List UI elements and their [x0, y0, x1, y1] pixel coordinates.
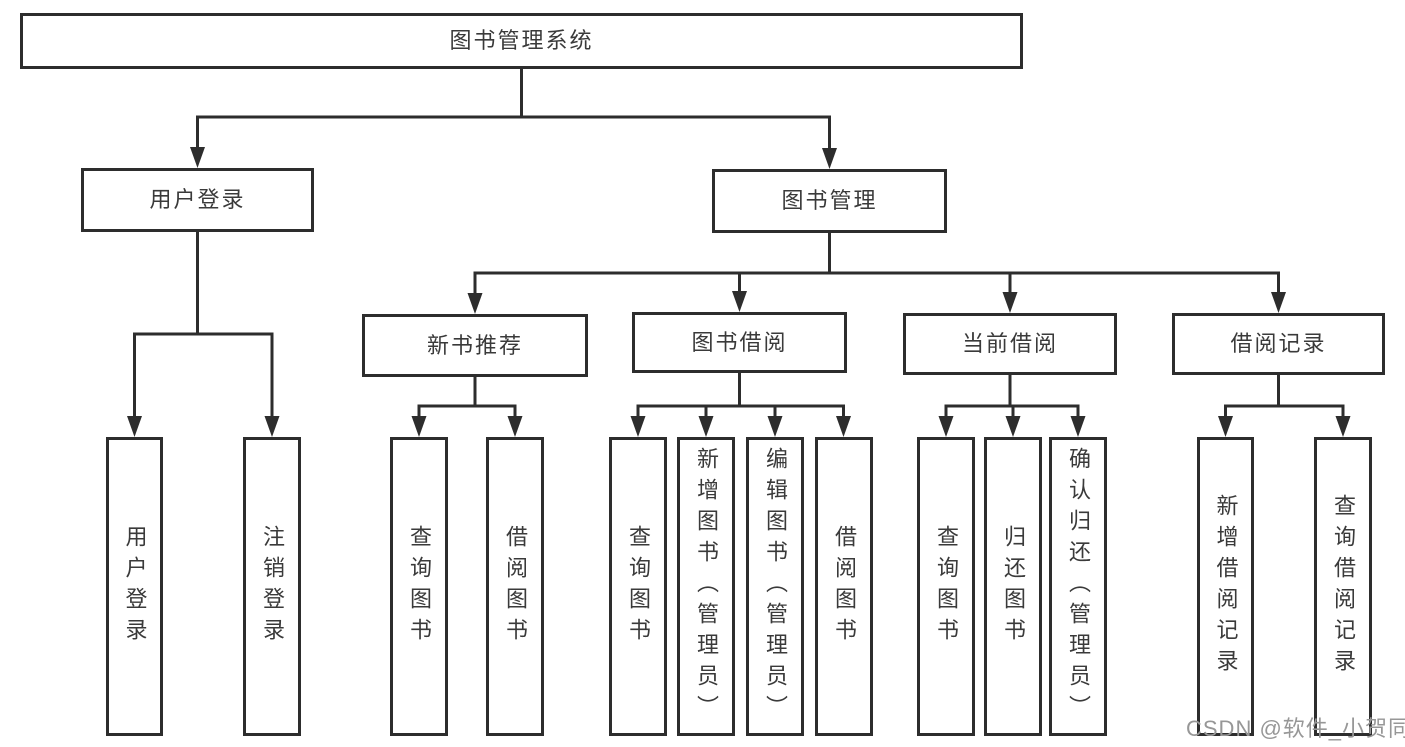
leaf-user-login: 用户登录: [106, 437, 163, 736]
node-book-borrow-label: 图书借阅: [691, 329, 788, 355]
leaf-recommend-borrow-books-label: 借阅图书: [503, 524, 528, 649]
leaf-current-query-books: 查询图书: [917, 437, 975, 736]
leaf-borrow-borrow-books: 借阅图书: [815, 437, 873, 736]
node-current-borrow: 当前借阅: [903, 313, 1117, 375]
csdn-watermark: CSDN @软件_小贺同学: [1186, 716, 1405, 741]
node-user-login-label: 用户登录: [149, 187, 246, 212]
leaf-current-return-books: 归还图书: [984, 437, 1042, 736]
node-book-management-label: 图书管理: [781, 188, 878, 213]
leaf-current-confirm-return-admin-label: 确认归还（管理员）: [1066, 447, 1091, 726]
leaf-logout: 注销登录: [243, 437, 301, 736]
node-borrow-records: 借阅记录: [1172, 313, 1385, 375]
node-current-borrow-label: 当前借阅: [961, 331, 1058, 356]
node-root-system: 图书管理系统: [20, 13, 1023, 69]
leaf-logout-label: 注销登录: [260, 524, 285, 649]
leaf-borrow-edit-books-admin-label: 编辑图书（管理员）: [763, 447, 788, 726]
node-root-system-label: 图书管理系统: [449, 28, 594, 53]
node-user-login: 用户登录: [81, 168, 314, 232]
leaf-current-return-books-label: 归还图书: [1001, 524, 1026, 649]
leaf-borrow-query-books: 查询图书: [609, 437, 667, 736]
leaf-current-query-books-label: 查询图书: [934, 524, 959, 649]
node-new-book-recommend-label: 新书推荐: [426, 332, 523, 358]
node-borrow-records-label: 借阅记录: [1230, 331, 1327, 356]
node-book-management: 图书管理: [712, 169, 947, 233]
leaf-current-confirm-return-admin: 确认归还（管理员）: [1049, 437, 1107, 736]
leaf-records-add-record-label: 新增借阅记录: [1213, 493, 1239, 680]
leaf-records-query-record: 查询借阅记录: [1314, 437, 1372, 736]
leaf-records-query-record-label: 查询借阅记录: [1331, 493, 1356, 680]
leaf-user-login-label: 用户登录: [122, 524, 148, 649]
leaf-recommend-query-books: 查询图书: [390, 437, 448, 736]
leaf-records-add-record: 新增借阅记录: [1197, 437, 1254, 736]
leaf-recommend-borrow-books: 借阅图书: [486, 437, 544, 736]
leaf-recommend-query-books-label: 查询图书: [407, 524, 432, 649]
leaf-borrow-borrow-books-label: 借阅图书: [832, 524, 857, 649]
leaf-borrow-query-books-label: 查询图书: [626, 524, 651, 649]
node-book-borrow: 图书借阅: [632, 312, 847, 373]
leaf-borrow-add-books-admin: 新增图书（管理员）: [677, 437, 735, 736]
leaf-borrow-add-books-admin-label: 新增图书（管理员）: [694, 447, 719, 726]
node-new-book-recommend: 新书推荐: [362, 314, 588, 377]
leaf-borrow-edit-books-admin: 编辑图书（管理员）: [746, 437, 804, 736]
